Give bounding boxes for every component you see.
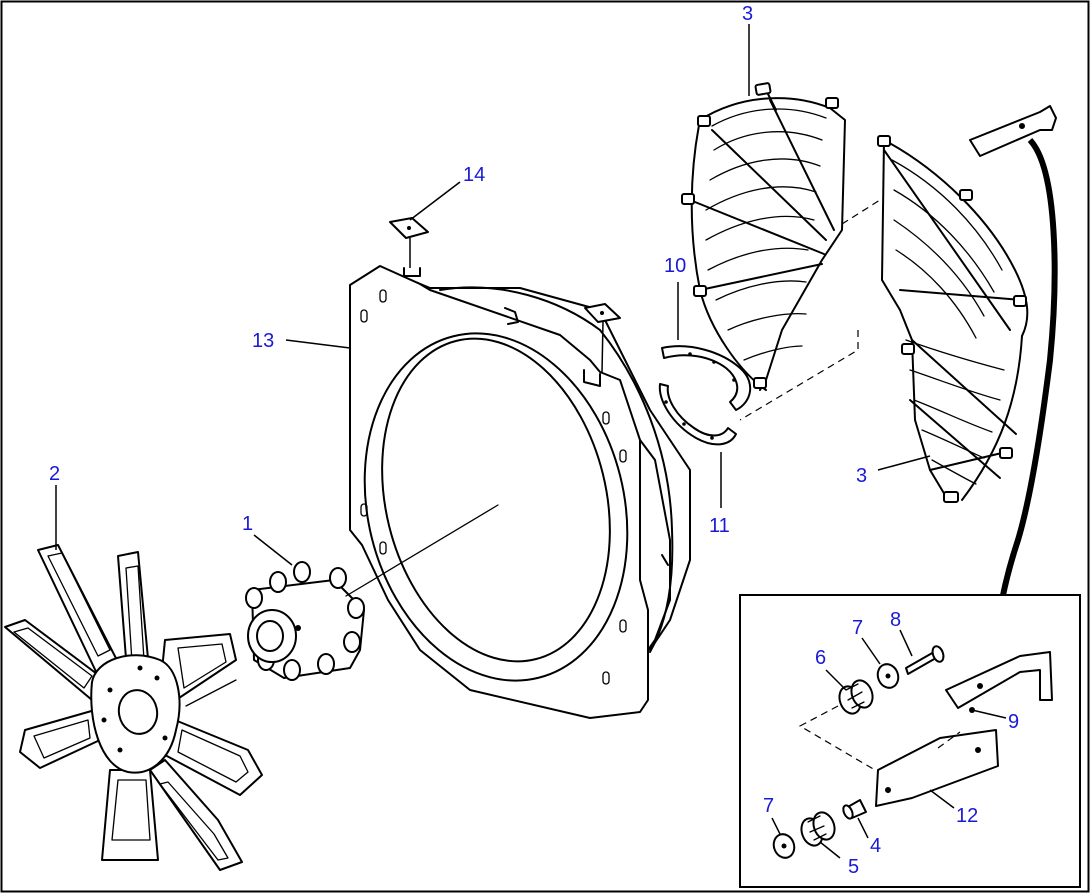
callout-4: 4 (870, 835, 881, 857)
callout-8: 8 (890, 609, 901, 631)
grommet-icon (800, 811, 836, 847)
bracket-icon (875, 729, 999, 807)
washer-icon (876, 663, 900, 689)
guard-icon (681, 82, 846, 391)
grommet-icon (838, 679, 874, 715)
bolt-icon (905, 645, 945, 675)
callout-14: 14 (463, 164, 485, 186)
callout-1: 1 (242, 513, 253, 535)
bracket-icon (969, 105, 1057, 157)
callout-7-upper: 7 (852, 617, 863, 639)
callout-11: 11 (709, 515, 730, 537)
spacer-icon (245, 561, 365, 681)
bracket-icon (945, 651, 1053, 713)
callout-5: 5 (848, 856, 859, 878)
callout-9: 9 (1008, 711, 1019, 733)
shroud-icon (349, 265, 691, 719)
callout-13: 13 (252, 330, 274, 352)
callout-2: 2 (49, 463, 60, 485)
washer-icon (772, 833, 796, 859)
callout-12: 12 (956, 805, 978, 827)
fan-icon (4, 544, 263, 871)
detail-inset (739, 594, 1081, 888)
callout-7-lower: 7 (763, 795, 774, 817)
plate-icon (389, 217, 621, 323)
pin-icon (842, 799, 867, 820)
ring-icon (658, 345, 751, 446)
callout-3-upper: 3 (742, 3, 753, 25)
callout-3-lower: 3 (856, 465, 867, 487)
callout-10: 10 (664, 255, 686, 277)
guard-icon (877, 135, 1029, 503)
callout-6: 6 (815, 647, 826, 669)
